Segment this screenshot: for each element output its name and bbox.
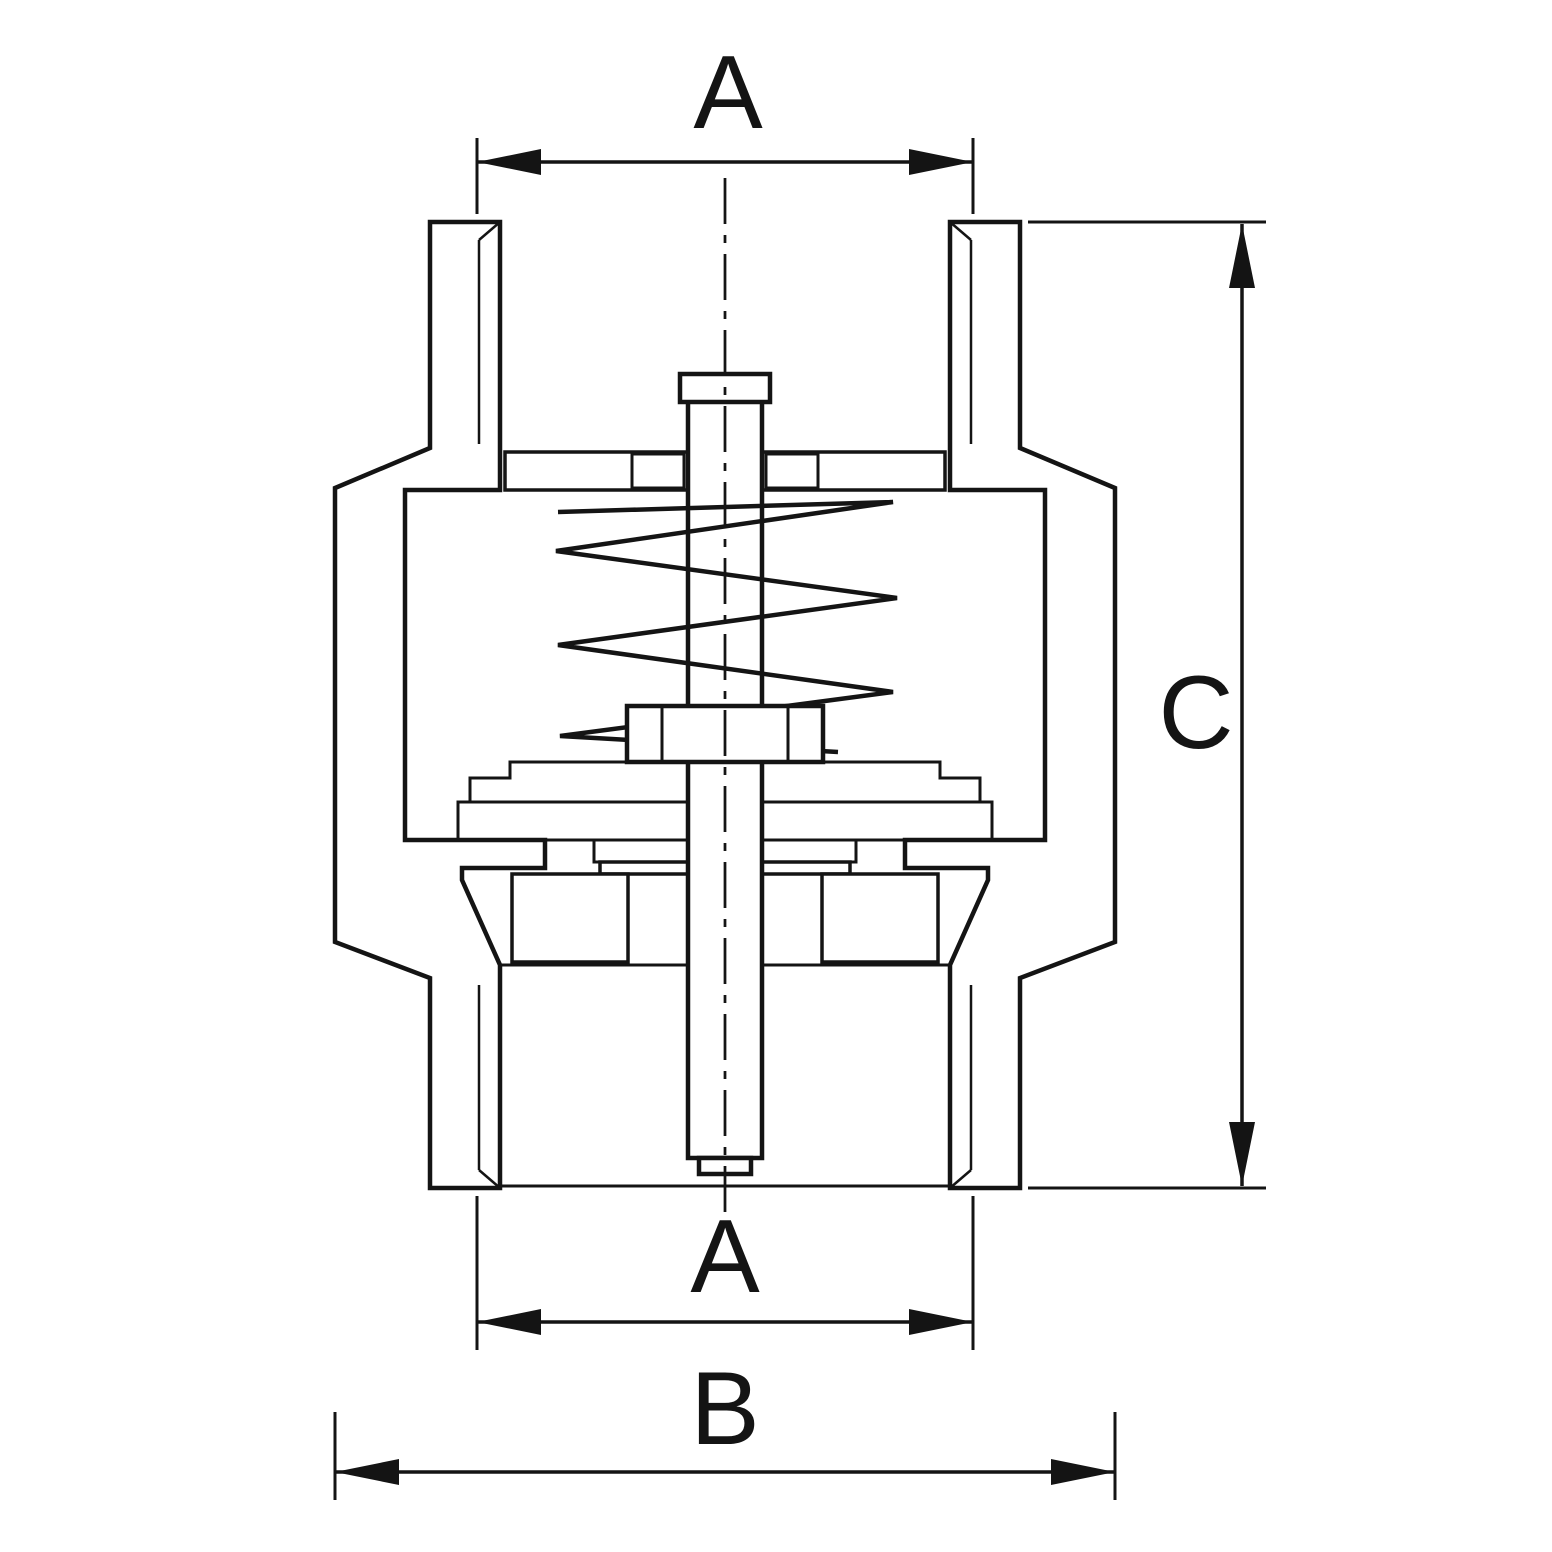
dim-arrow-right (909, 1309, 973, 1335)
dim-label-b: B (690, 1351, 759, 1467)
dim-label-a-top: A (693, 35, 763, 151)
dim-arrow-left (335, 1459, 399, 1485)
poppet-disc-plate (468, 760, 982, 804)
dim-label-a-bottom: A (690, 1199, 760, 1315)
guide-leg-left (510, 872, 630, 964)
guide-boss-left (630, 452, 686, 490)
spring (555, 499, 898, 755)
dim-arrow-up (1229, 224, 1255, 288)
valve-body (332, 219, 1118, 1191)
thread-lines-bottom-port (477, 985, 973, 1189)
guide-leg-right (820, 872, 940, 964)
guide-boss-right (764, 452, 820, 490)
dimension-width-bottom: A (475, 1196, 975, 1350)
dim-arrow-left (477, 149, 541, 175)
body-section-left (332, 219, 548, 1191)
thread-lines-top-port (477, 221, 973, 444)
dim-arrow-left (477, 1309, 541, 1335)
dimension-height-overall: C (1028, 220, 1266, 1190)
dim-arrow-down (1229, 1122, 1255, 1186)
dim-arrow-right (909, 149, 973, 175)
dimension-width-top: A (475, 35, 975, 214)
dimension-width-overall: B (333, 1351, 1117, 1500)
dim-label-c: C (1158, 655, 1233, 771)
dim-arrow-right (1051, 1459, 1115, 1485)
body-section-right (902, 219, 1118, 1191)
